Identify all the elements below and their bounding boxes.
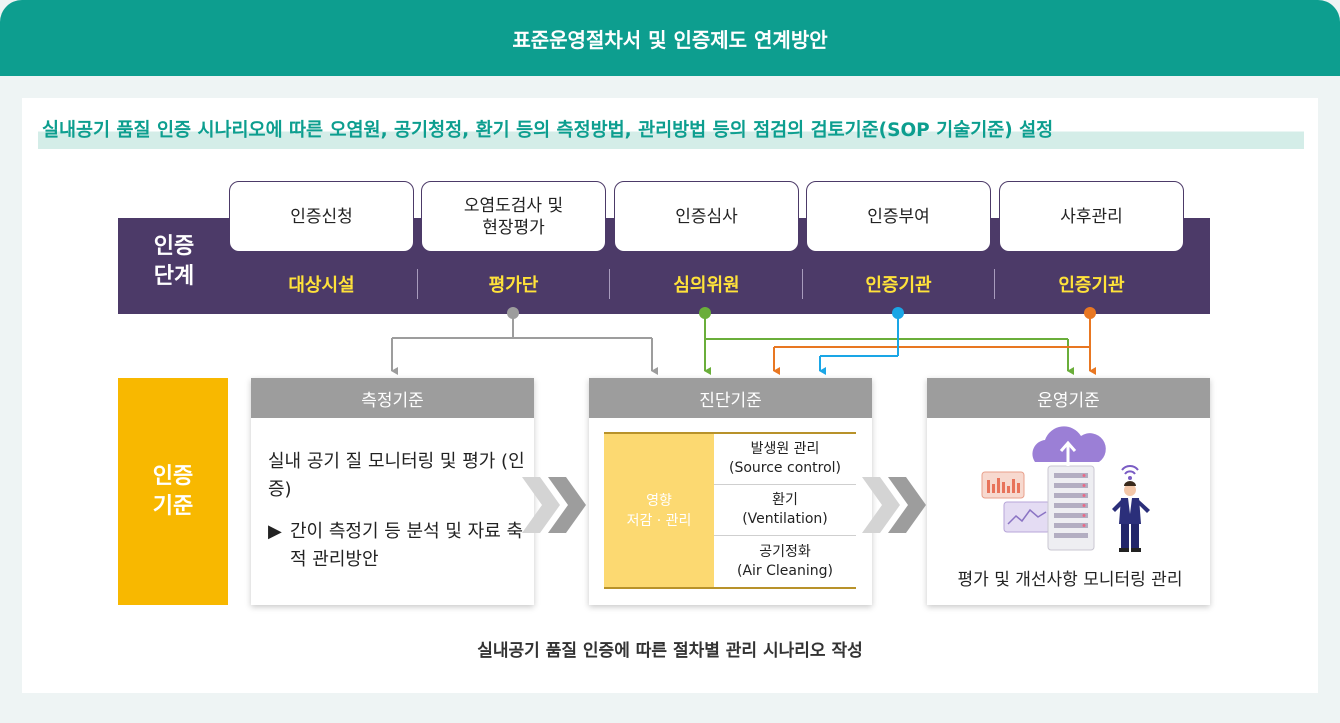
diagnosis-card-header: 진단기준	[589, 378, 872, 418]
flow-chevron-icon	[522, 477, 586, 533]
diagnosis-item-source: 발생원 관리 (Source control)	[714, 434, 856, 485]
diagnosis-item-ko: 환기	[772, 492, 798, 508]
diagnosis-category-line2: 저감 · 관리	[626, 512, 692, 529]
diagnosis-item-ko: 공기정화	[759, 543, 811, 560]
stage-step-review: 인증심사	[614, 181, 799, 252]
diagnosis-item-en: (Air Cleaning)	[737, 562, 833, 579]
footer-caption: 실내공기 품질 인증에 따른 절차별 관리 시나리오 작성	[477, 641, 863, 661]
operation-caption: 평가 및 개선사항 모니터링 관리	[957, 570, 1183, 590]
blue-connector-dot	[892, 307, 904, 319]
page-title: 표준운영절차서 및 인증제도 연계방안	[512, 27, 828, 52]
operation-card-header: 운영기준	[927, 378, 1210, 418]
stage-actor-agency: 인증기관	[865, 275, 932, 296]
stage-divider	[417, 269, 418, 299]
stage-actor-committee: 심의위원	[673, 275, 740, 296]
green-connector	[704, 313, 1074, 375]
diagnosis-category-line1: 영향	[646, 492, 672, 509]
standards-section-title: 인증 기준	[118, 378, 228, 605]
measurement-card: 측정기준	[251, 378, 534, 605]
gray-connector	[391, 313, 658, 375]
gray-connector-dot	[507, 307, 519, 319]
orange-connector	[773, 313, 1096, 375]
stage-step-followup: 사후관리	[999, 181, 1184, 252]
stage-divider	[802, 269, 803, 299]
stage-step-application: 인증신청	[229, 181, 414, 252]
measurement-bullet: ▶ 간이 측정기 등 분석 및 자료 축적 관리방안	[268, 518, 528, 574]
blue-connector	[819, 313, 899, 375]
diagnosis-item-ko: 발생원 관리	[750, 441, 820, 457]
measurement-card-header: 측정기준	[251, 378, 534, 418]
green-connector-dot	[699, 307, 711, 319]
diagnosis-item-ventilation: 환기 (Ventilation)	[714, 485, 856, 536]
diagnosis-category: 영향 저감 · 관리	[604, 434, 714, 587]
stage-actor-evaluators: 평가단	[488, 275, 539, 296]
page-header: 표준운영절차서 및 인증제도 연계방안	[0, 0, 1340, 76]
measurement-description: 실내 공기 질 모니터링 및 평가 (인증)	[268, 451, 525, 500]
diagnosis-item-en: (Ventilation)	[742, 511, 828, 527]
stage-actor-facility: 대상시설	[288, 275, 355, 296]
stage-step-grant: 인증부여	[806, 181, 991, 252]
bullet-triangle-icon: ▶	[268, 521, 282, 542]
stage-divider	[609, 269, 610, 299]
stage-divider	[994, 269, 995, 299]
orange-connector-dot	[1084, 307, 1096, 319]
diagnosis-item-aircleaning: 공기정화 (Air Cleaning)	[714, 536, 856, 587]
flow-chevron-icon	[862, 477, 926, 533]
stage-actor-agency-2: 인증기관	[1058, 275, 1125, 296]
subtitle-banner: 실내공기 품질 인증 시나리오에 따른 오염원, 공기청정, 환기 등의 측정방…	[38, 117, 1304, 149]
diagnosis-table: 영향 저감 · 관리 발생원 관리 (Source control) 환기 (V…	[604, 432, 856, 589]
diagnosis-item-en: (Source control)	[729, 460, 841, 476]
measurement-bullet-text: 간이 측정기 등 분석 및 자료 축적 관리방안	[290, 521, 524, 570]
stage-section-title: 인증 단계	[153, 234, 195, 289]
stage-step-inspection: 오염도검사 및 현장평가	[421, 181, 606, 252]
